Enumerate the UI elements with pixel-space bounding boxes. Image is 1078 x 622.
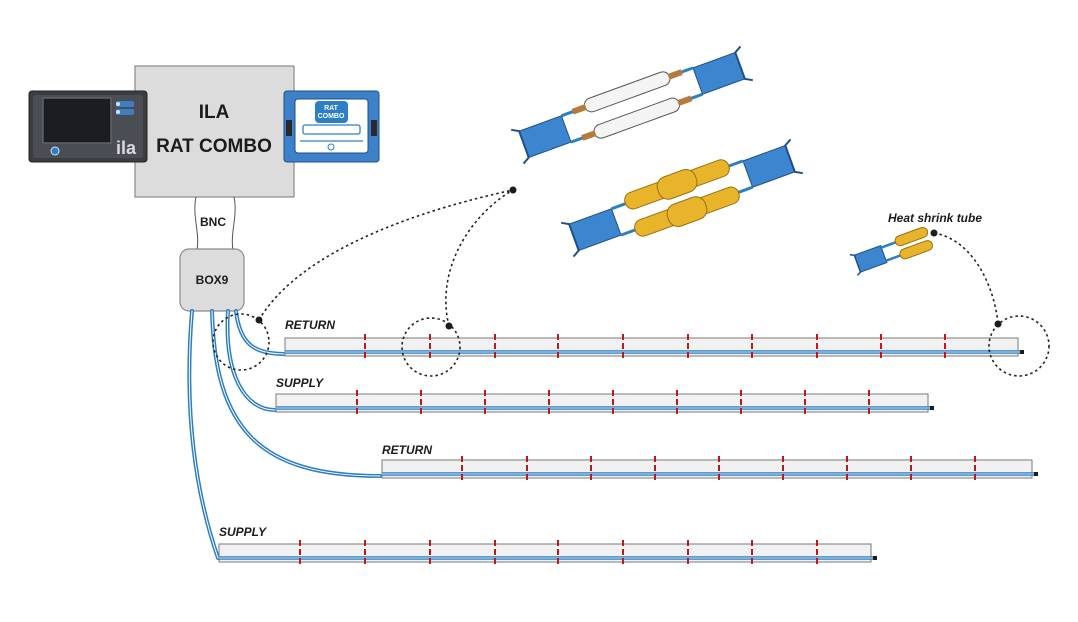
leader-line-3 [933, 232, 999, 325]
leader-line-1 [258, 189, 514, 321]
callout-circle-sensor-joint [401, 317, 461, 377]
ila-rat-combo-unit: ILA RAT COMBO [134, 65, 295, 198]
pipe-3 [381, 456, 1038, 482]
callout-circle-pipe-end [988, 315, 1050, 377]
data-logger-device: ila [28, 90, 148, 163]
bnc-cables [194, 196, 236, 251]
splice-heat-shrink [561, 138, 803, 258]
heat-shrink-end-detail [849, 226, 933, 276]
pipe-1 [284, 334, 1024, 360]
cable-end-cap [930, 406, 934, 410]
heat-shrink-tube-label: Heat shrink tube [888, 211, 982, 225]
rat-panel-text-bottom: COMBO [318, 113, 345, 120]
leader-dot [994, 320, 1002, 328]
pipe-label-2: SUPPLY [276, 376, 324, 390]
pipe-label-1: RETURN [285, 318, 335, 332]
cable-end-cap [873, 556, 877, 560]
rat-combo-panel: RAT COMBO [283, 90, 380, 163]
logger-screen [42, 97, 112, 144]
pipes [218, 334, 1038, 566]
leader-dot [445, 322, 453, 330]
splice-white-sleeves [511, 45, 753, 165]
box9-label: BOX9 [196, 273, 229, 287]
callouts [212, 189, 1050, 377]
pipe-label-4: SUPPLY [219, 525, 267, 539]
pipe-2 [275, 390, 934, 416]
callout-circle-box-end [212, 313, 270, 371]
cable-end-cap [1034, 472, 1038, 476]
sensor-cables [187, 309, 382, 560]
logger-brand: ila [116, 138, 137, 158]
pipe-label-3: RETURN [382, 443, 432, 457]
pipe-4 [218, 540, 877, 566]
leader-line-2 [445, 189, 514, 327]
leader-dot [930, 229, 938, 237]
leader-dot [255, 316, 263, 324]
cable-end-cap [1020, 350, 1024, 354]
box9-junction-box: BOX9 [179, 248, 245, 312]
unit-title-line1: ILA [199, 102, 230, 123]
rat-panel-text-top: RAT [324, 105, 339, 112]
unit-title-line2: RAT COMBO [156, 136, 272, 157]
bnc-label: BNC [200, 215, 226, 229]
leader-dot [509, 186, 517, 194]
